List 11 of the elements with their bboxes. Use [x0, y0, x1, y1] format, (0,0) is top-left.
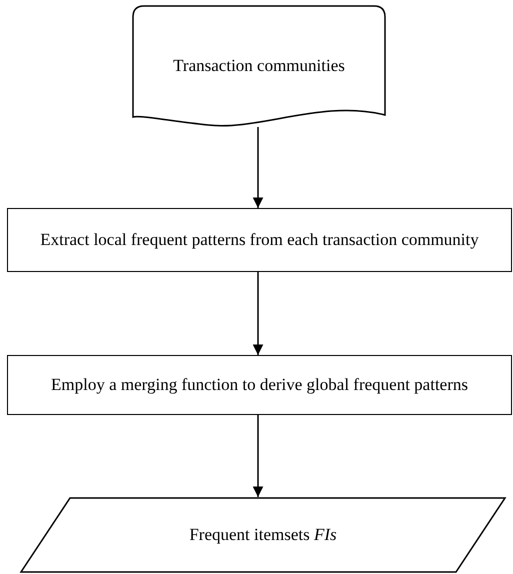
arrow: [252, 272, 264, 355]
node-text: Employ a merging function to derive global frequent patterns: [50, 374, 469, 396]
data-parallelogram: [20, 497, 506, 572]
node-text: Transaction communities: [172, 55, 346, 77]
data-store-shape: [132, 5, 386, 127]
process-box: [7, 208, 512, 272]
node-text: Extract local frequent patterns from each transaction community: [39, 229, 480, 251]
node-text: Frequent itemsets FIs: [188, 524, 338, 546]
arrow: [252, 127, 264, 208]
process-box: [7, 355, 512, 415]
arrow: [252, 415, 264, 497]
